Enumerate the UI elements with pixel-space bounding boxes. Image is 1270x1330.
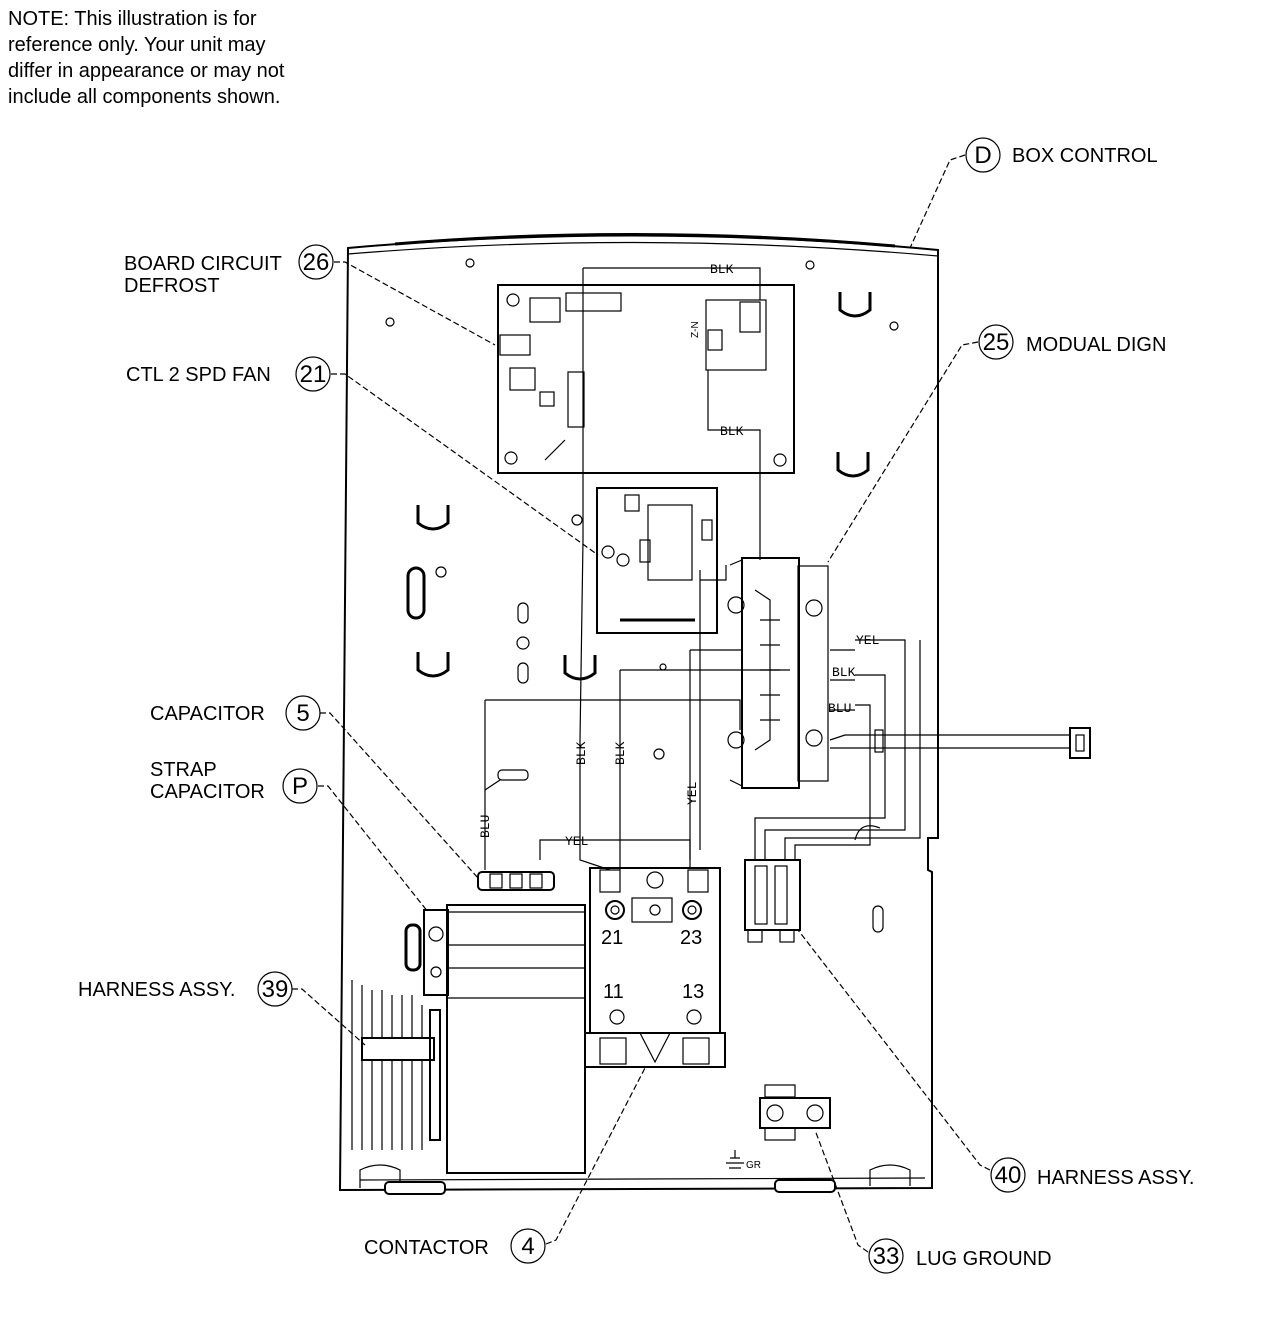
fan-control-board [596,487,718,634]
callout-label: CONTACTOR [364,1237,489,1259]
callout-num: 25 [983,329,1010,356]
diagnostic-module [727,557,1091,789]
callout-num: 33 [873,1243,900,1270]
ground-lug: GR [726,1084,831,1171]
contactor-terminal-13: 13 [682,981,704,1003]
callout-strap-capacitor: P STRAP CAPACITOR [150,759,429,913]
wire-label-blu-right: BLU [828,701,851,716]
callout-num: 4 [521,1233,534,1260]
wire-label-yel-right: YEL [856,633,879,648]
harness-40-connector [744,639,921,943]
callout-label: BOARD CIRCUIT [124,253,282,275]
callout-label: STRAP [150,759,217,781]
callout-num: 26 [303,249,330,276]
callout-ctl-2-spd-fan: 21 CTL 2 SPD FAN [126,356,599,556]
callout-num: P [292,773,308,800]
callout-num: 39 [262,976,289,1003]
callout-label: CTL 2 SPD FAN [126,364,271,386]
callout-label: BOX CONTROL [1012,145,1158,167]
contactor-terminal-11: 11 [603,981,624,1003]
note-line: differ in appearance or may not [8,60,285,82]
wire-label-blk-right: BLK [720,424,744,439]
note-text: NOTE: This illustration is for reference… [8,6,368,110]
callout-num: 40 [995,1162,1022,1189]
harness-39 [351,980,441,1150]
callout-modual-dign: 25 MODUAL DIGN [827,324,1166,563]
ground-mark: GR [746,1160,761,1171]
callout-label: LUG GROUND [916,1248,1052,1270]
contactor-terminal-21: 21 [601,927,623,949]
note-line: include all components shown. [8,86,281,108]
callout-lug-ground: 33 LUG GROUND [814,1129,1052,1274]
note-line: reference only. Your unit may [8,34,266,56]
wire-label-blk-vert-2: BLK [613,741,628,765]
control-box [338,232,939,1195]
capacitor [446,871,586,1174]
callout-num: 5 [296,700,309,727]
wire-label-blk-top: BLK [710,262,734,277]
callout-board-circuit-defrost: 26 BOARD CIRCUIT DEFROST [124,244,496,346]
callout-label: CAPACITOR [150,703,265,725]
callout-contactor: 4 CONTACTOR [364,1067,646,1264]
wire-label-yel-capacitor: YEL [565,834,588,849]
wire-label-yel-vert: YEL [685,782,700,805]
contactor: 21 23 11 13 [584,867,726,1068]
wire-label-blu-vert: BLU [478,815,493,838]
callout-box-control: D BOX CONTROL [909,137,1158,249]
callout-label: HARNESS ASSY. [1037,1167,1194,1189]
callout-label: CAPACITOR [150,781,265,803]
callout-label: DEFROST [124,275,220,297]
svg-text:Z-N: Z-N [690,321,701,338]
callout-label: HARNESS ASSY. [78,979,235,1001]
callout-harness-assy-40: 40 HARNESS ASSY. [797,929,1194,1193]
wire-label-blk-mid: BLK [832,665,856,680]
callout-num: D [974,142,991,169]
wiring [484,267,881,871]
callout-capacitor: 5 CAPACITOR [150,695,479,879]
callout-num: 21 [300,361,327,388]
capacitor-strap [404,909,449,996]
callout-label: MODUAL DIGN [1026,334,1166,356]
callout-harness-assy-39: 39 HARNESS ASSY. [78,971,366,1046]
wire-label-blk-vert-1: BLK [574,741,589,765]
contactor-terminal-23: 23 [680,927,702,949]
note-line: NOTE: This illustration is for [8,8,257,30]
defrost-circuit-board: Z-N [497,284,795,474]
